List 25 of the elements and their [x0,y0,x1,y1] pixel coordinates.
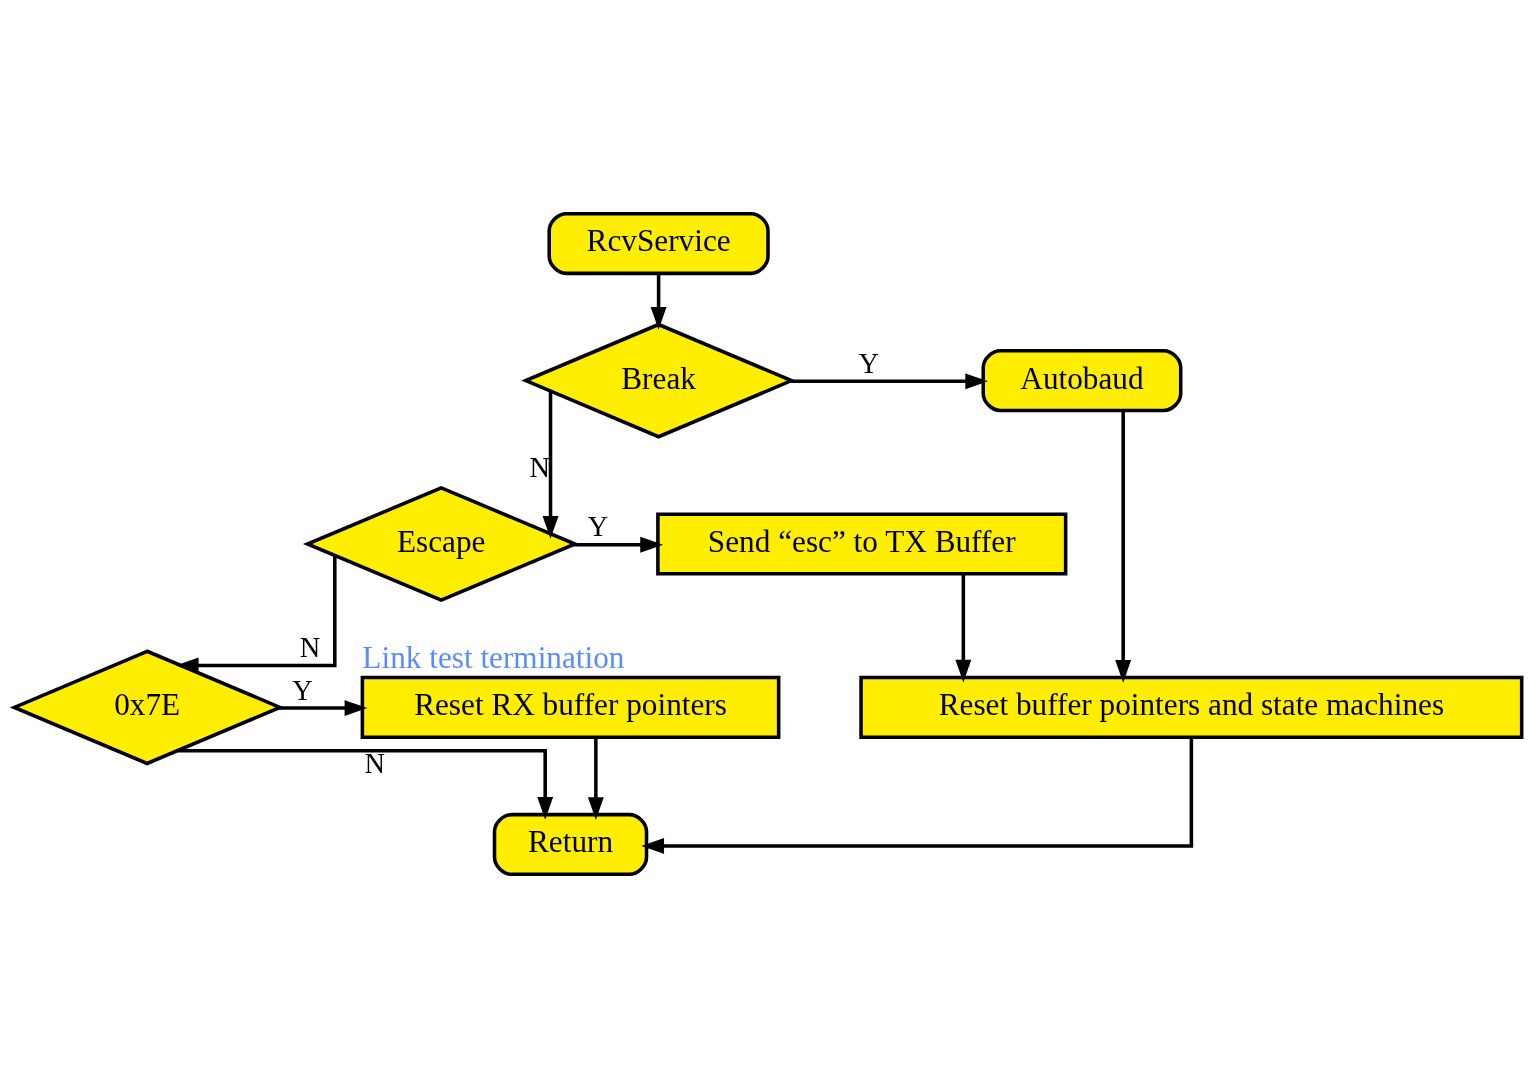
arrow [542,391,559,539]
edge-label: N [529,452,551,484]
arrow [955,573,972,683]
node-box: Reset RX buffer pointers [360,675,781,739]
arrow [650,273,667,330]
arrow [175,555,337,674]
edge-label: Y [292,674,313,706]
node-label: Link test termination [362,640,625,676]
edge-label: N [364,748,386,780]
arrow [1115,410,1132,683]
edge-label: N [299,631,321,663]
edge-label: Y [858,347,879,379]
arrow [587,737,604,820]
edge-label: Y [587,511,609,543]
node-box: Return [492,812,649,877]
arrow [573,536,663,553]
arrow [641,737,1194,854]
node-box: RcvService [547,211,770,276]
arrow [278,700,368,717]
node-diamond: Break [521,322,796,439]
arrow [177,748,554,820]
node-box: Autobaud [981,349,1183,413]
arrow [790,373,989,390]
node-box: Reset buffer pointers and state machines [859,675,1524,739]
node-box: Send “esc” to TX Buffer [656,512,1068,576]
